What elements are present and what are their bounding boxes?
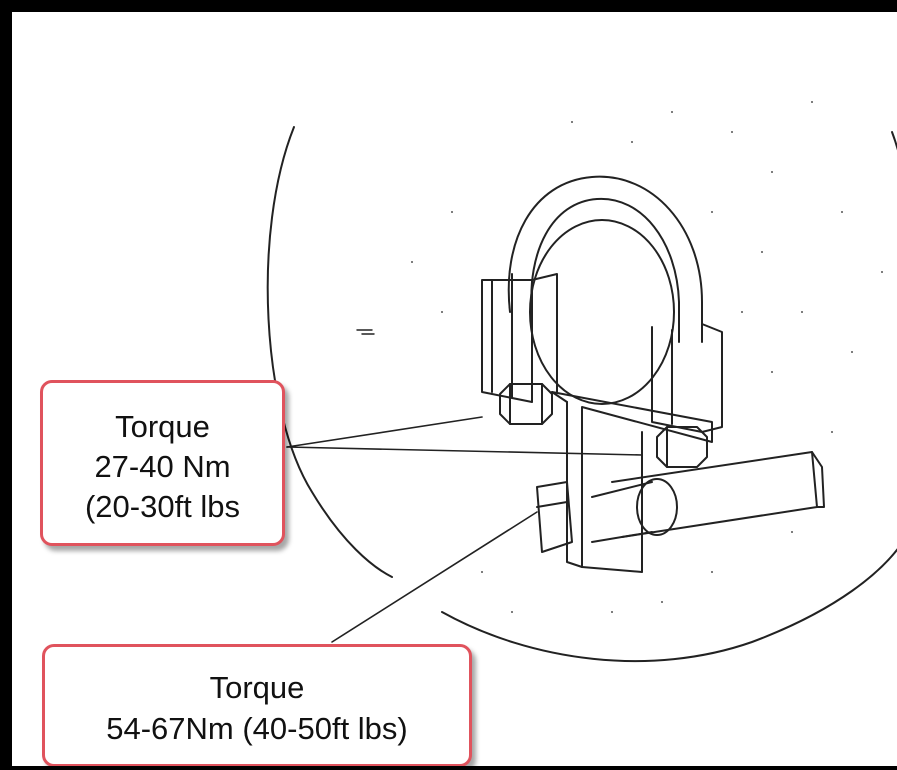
pipe-ring	[529, 219, 675, 405]
housing-outline-lower	[441, 548, 897, 663]
leader-line-1b	[286, 446, 643, 456]
housing-outline	[266, 126, 393, 578]
nut-right	[656, 426, 708, 468]
exhaust-clamp-drawing	[266, 101, 897, 663]
nut-left	[499, 383, 553, 425]
callout-lower-line-1: Torque	[209, 670, 305, 705]
u-bolt	[507, 175, 703, 343]
leader-line-1a	[286, 416, 483, 448]
torque-callout-lower: Torque 54-67Nm (40-50ft lbs)	[42, 644, 472, 766]
secondary-pipe	[611, 451, 818, 538]
stipple-texture	[411, 101, 883, 613]
clamp-saddle	[481, 279, 533, 403]
leader-line-2	[331, 511, 538, 643]
housing-outline-right	[891, 131, 897, 151]
callout-upper-line-1: Torque	[115, 409, 210, 444]
callout-upper-line-3: (20-30ft lbs	[84, 489, 241, 524]
u-bolt-inner	[530, 197, 680, 343]
bracket-plate	[551, 391, 713, 573]
callout-upper-line-2: 27-40 Nm	[94, 449, 231, 484]
torque-callout-upper: Torque 27-40 Nm (20-30ft lbs	[40, 380, 285, 546]
lower-bolt	[536, 481, 573, 553]
callout-lower-line-2: 54-67Nm (40-50ft lbs)	[106, 711, 408, 746]
